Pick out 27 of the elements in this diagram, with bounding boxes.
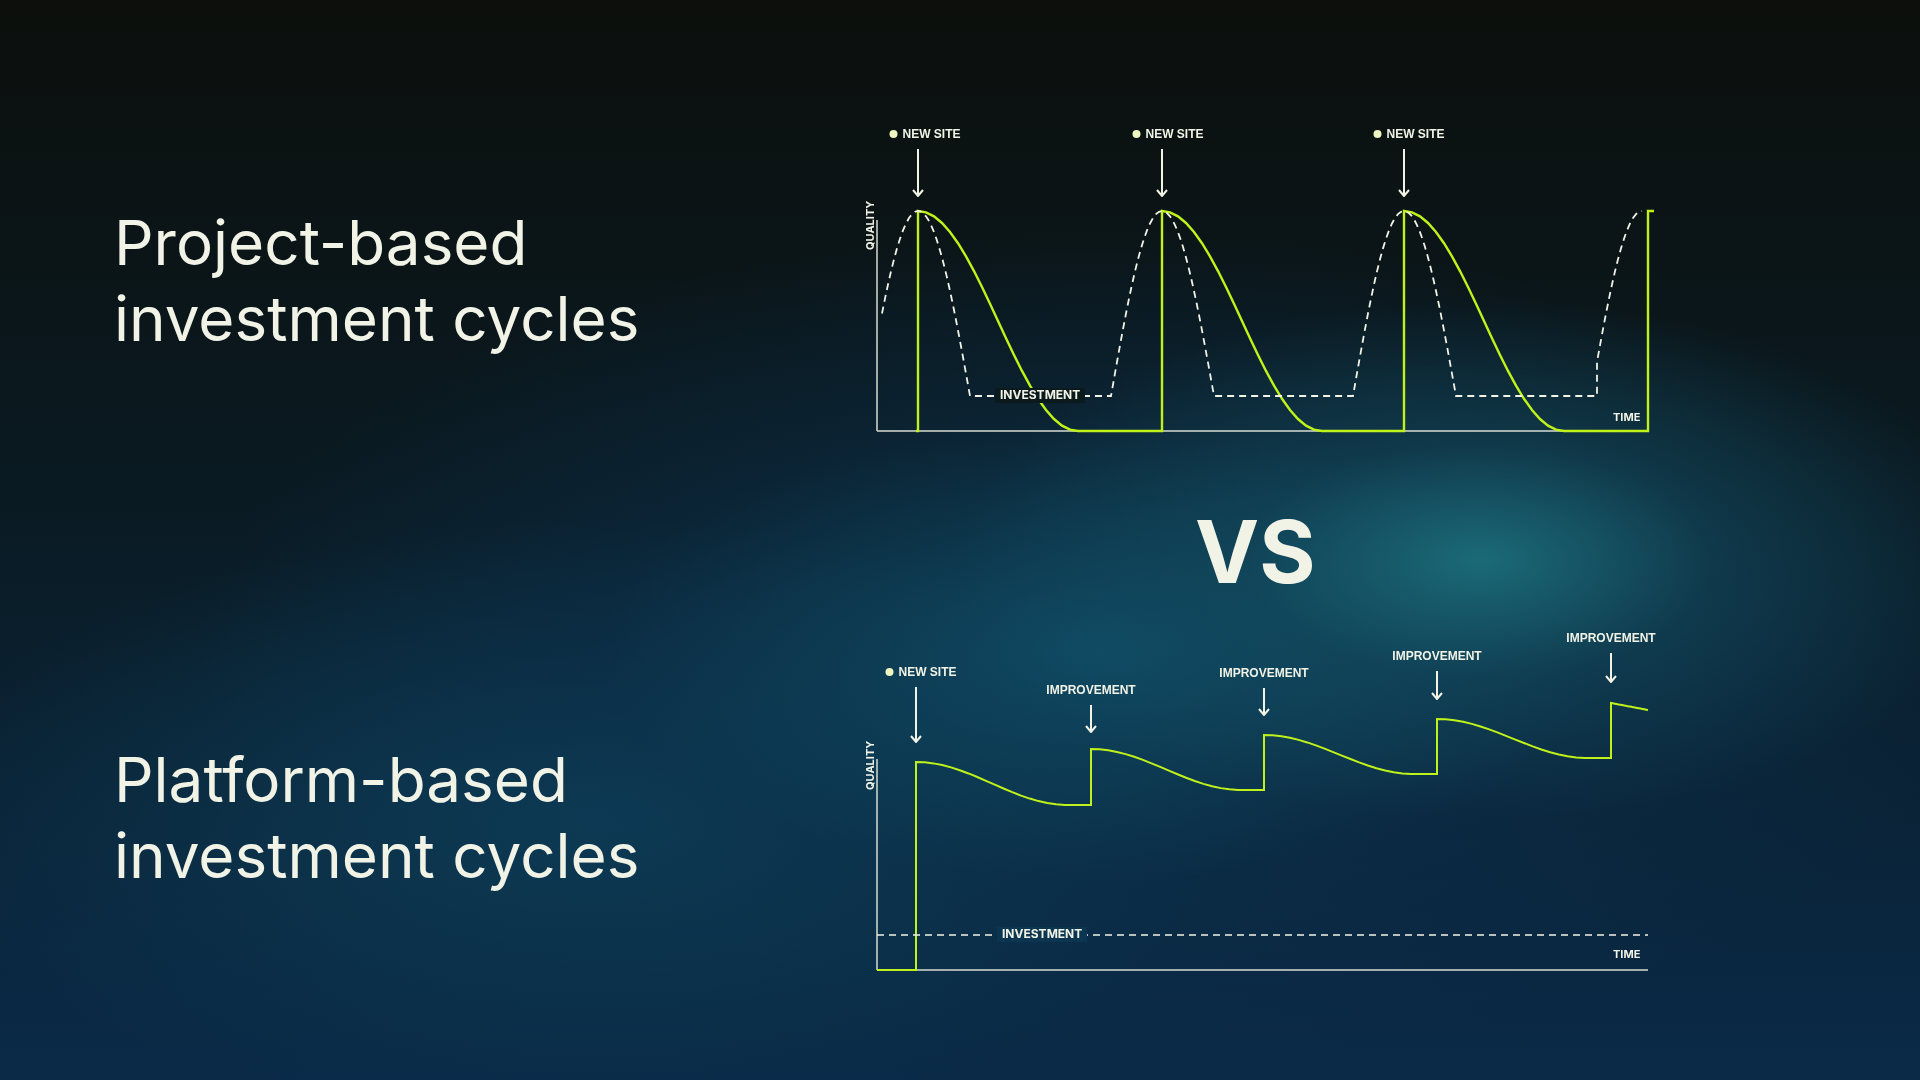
heading: Platform-based investment cycles: [114, 742, 641, 894]
arrow: [1398, 148, 1410, 197]
annotation-label: IMPROVEMENT: [1566, 631, 1656, 645]
annotation-label: IMPROVEMENT: [1046, 683, 1136, 697]
annotation-label: IMPROVEMENT: [1392, 649, 1482, 663]
axis-label: TIME: [1613, 411, 1641, 425]
axis-label: INVESTMENT: [997, 927, 1088, 942]
heading: Project-based investment cycles: [114, 205, 641, 357]
annotation-label: NEW SITE: [1386, 127, 1445, 141]
quality-curve: [914, 209, 1656, 433]
arrow: [912, 148, 924, 197]
axis-label: QUALITY: [864, 740, 878, 790]
heading: VS: [1195, 500, 1316, 605]
arrow: [1085, 704, 1097, 733]
arrow: [1605, 652, 1617, 683]
axis-label: QUALITY: [864, 200, 878, 250]
arrow: [910, 686, 922, 743]
axis-label: INVESTMENT: [995, 388, 1086, 403]
annotation-label: IMPROVEMENT: [1219, 666, 1309, 680]
arrow: [1258, 687, 1270, 716]
annotation-label: NEW SITE: [902, 127, 961, 141]
quality-curve: [876, 702, 1649, 971]
annotation-label: NEW SITE: [898, 665, 957, 679]
annotation-label: NEW SITE: [1145, 127, 1204, 141]
axis-label: TIME: [1613, 948, 1641, 962]
arrow: [1431, 670, 1443, 700]
arrow: [1156, 148, 1168, 197]
